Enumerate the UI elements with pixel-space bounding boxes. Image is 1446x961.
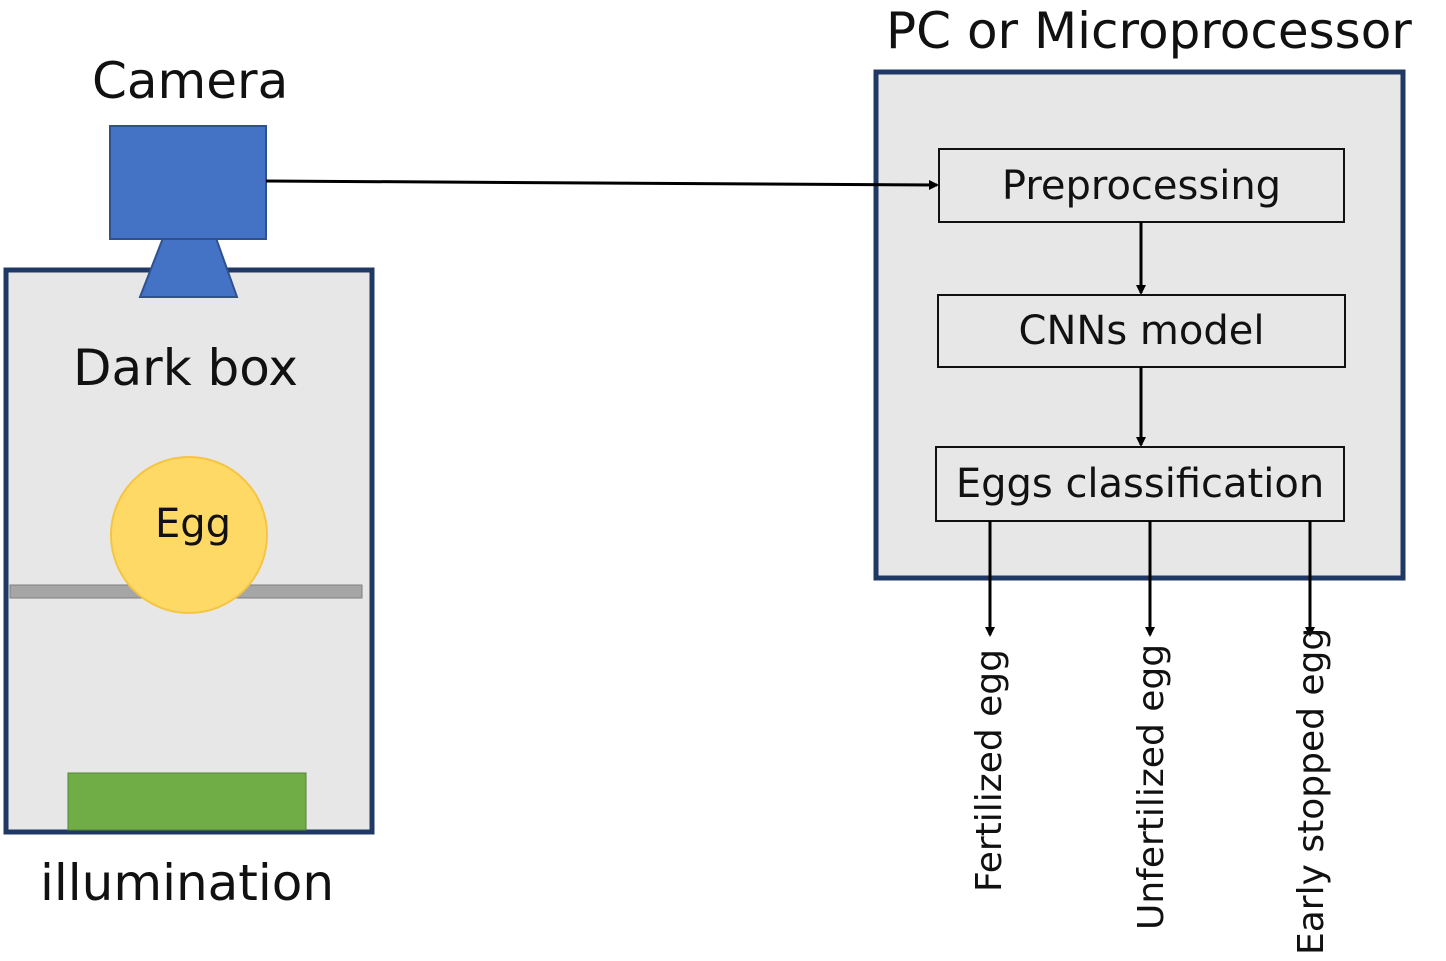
- dark-box-label: Dark box: [73, 339, 298, 397]
- egg-label: Egg: [155, 501, 232, 547]
- pc-label: PC or Microprocessor: [886, 2, 1412, 60]
- cnn-model-label: CNNs model: [1018, 308, 1265, 354]
- egg-circle: [110, 456, 268, 614]
- output-unfertilized-label: Unfertilized egg: [1131, 643, 1172, 930]
- output-early-stopped-label: Early stopped egg: [1291, 627, 1332, 955]
- camera-body: [109, 125, 267, 240]
- eggs-classification-label: Eggs classification: [955, 461, 1325, 507]
- preprocessing-label: Preprocessing: [1001, 162, 1282, 209]
- camera-label: Camera: [92, 52, 289, 110]
- output-fertilized-label: Fertilized egg: [969, 649, 1010, 892]
- illumination-label: illumination: [40, 854, 335, 912]
- camera-lens: [138, 237, 239, 298]
- illumination-light: [67, 772, 307, 831]
- cnn-model-box: [937, 294, 1346, 368]
- eggs-classification-box: [935, 446, 1345, 522]
- camera-to-pc-arrow: [265, 179, 939, 190]
